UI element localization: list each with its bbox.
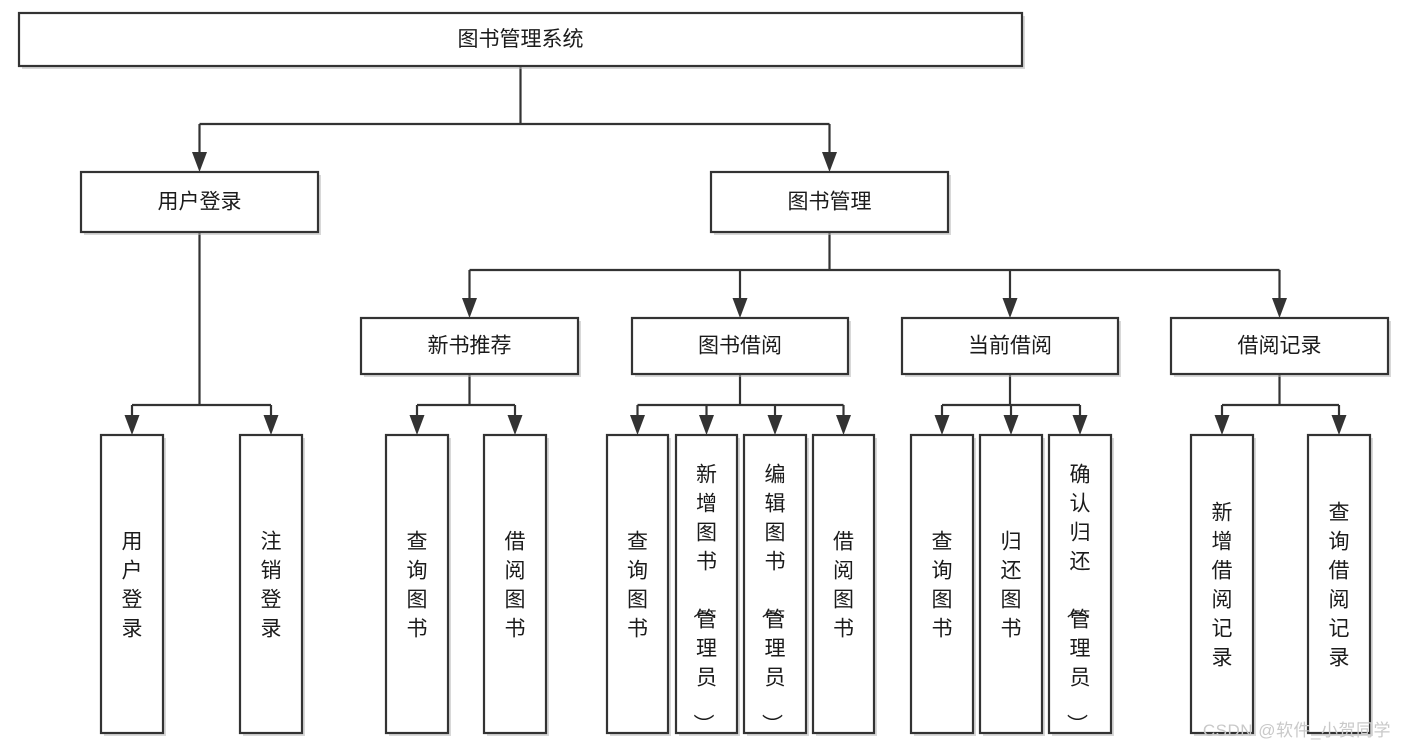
node-label: 借阅图书 (833, 531, 854, 641)
node-leaf-add-record[interactable]: 新增借阅记录 (1189, 433, 1256, 736)
connector-layer (124, 66, 1347, 435)
node-label: 借阅图书 (505, 531, 526, 641)
node-label: 查询借阅记录 (1329, 502, 1350, 670)
node-leaf-return-book[interactable]: 归还图书 (978, 433, 1045, 736)
node-leaf-logout[interactable]: 注销登录 (238, 433, 305, 736)
node-label: 归还图书 (1001, 531, 1022, 641)
connector-book-borrow (630, 374, 851, 435)
connector-root (192, 66, 837, 172)
node-label: 用户登录 (158, 191, 242, 214)
node-leaf-borrow-book-2[interactable]: 借阅图书 (811, 433, 877, 736)
node-label: 图书管理 (788, 191, 872, 214)
connector-borrow-record (1214, 374, 1347, 435)
node-label: 查询图书 (932, 531, 953, 641)
node-label: 编辑图书（管理员） (760, 464, 786, 735)
node-leaf-query-record[interactable]: 查询借阅记录 (1306, 433, 1373, 736)
node-label: 新书推荐 (428, 335, 512, 358)
node-label: 新增图书（管理员） (691, 464, 717, 735)
node-label: 当前借阅 (968, 335, 1052, 358)
node-label: 查询图书 (627, 531, 648, 641)
node-borrow-record[interactable]: 借阅记录 (1169, 316, 1391, 377)
node-leaf-add-book[interactable]: 新增图书（管理员） (674, 433, 740, 736)
csdn-watermark: CSDN @软件_小贺同学 (1202, 721, 1391, 740)
node-new-book-recommend[interactable]: 新书推荐 (359, 316, 581, 377)
connector-user-login (124, 232, 279, 435)
node-label: 图书借阅 (698, 335, 782, 358)
node-label: 新增借阅记录 (1212, 502, 1233, 670)
node-leaf-query-book-3[interactable]: 查询图书 (909, 433, 976, 736)
node-book-manage[interactable]: 图书管理 (709, 170, 951, 235)
connector-current-borrow (934, 374, 1088, 435)
connector-new-book-recommend (409, 374, 523, 435)
node-label: 确认归还（管理员） (1065, 464, 1091, 735)
node-leaf-edit-book[interactable]: 编辑图书（管理员） (742, 433, 809, 736)
node-layer: 图书管理系统用户登录图书管理新书推荐图书借阅当前借阅借阅记录用户登录注销登录查询… (17, 11, 1391, 736)
node-leaf-query-book-2[interactable]: 查询图书 (605, 433, 671, 736)
node-label: 用户登录 (122, 531, 143, 641)
node-book-borrow[interactable]: 图书借阅 (630, 316, 851, 377)
node-label: 图书管理系统 (458, 28, 584, 51)
node-label: 查询图书 (407, 531, 428, 641)
connector-book-manage (462, 232, 1287, 318)
node-current-borrow[interactable]: 当前借阅 (900, 316, 1121, 377)
node-label: 借阅记录 (1238, 335, 1322, 358)
node-leaf-query-book-1[interactable]: 查询图书 (384, 433, 451, 736)
node-leaf-user-login[interactable]: 用户登录 (99, 433, 166, 736)
node-leaf-confirm-return[interactable]: 确认归还（管理员） (1047, 433, 1114, 736)
node-label: 注销登录 (261, 531, 282, 641)
node-root[interactable]: 图书管理系统 (17, 11, 1025, 69)
node-leaf-borrow-book-1[interactable]: 借阅图书 (482, 433, 549, 736)
node-user-login[interactable]: 用户登录 (79, 170, 321, 235)
